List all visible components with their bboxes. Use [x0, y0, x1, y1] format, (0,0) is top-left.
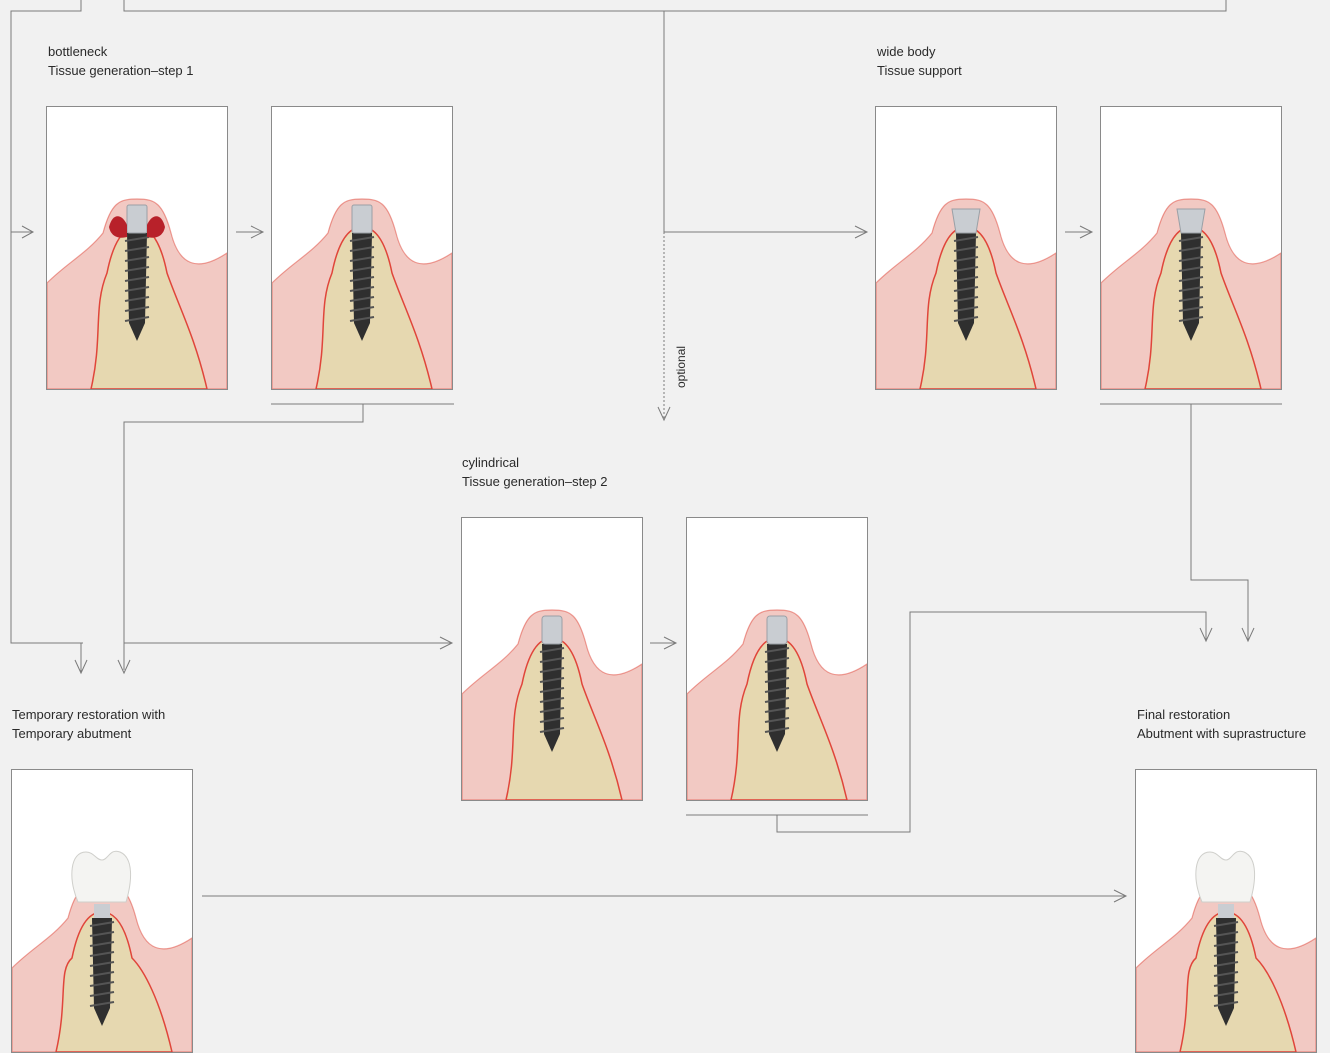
connector-widebody-to-final: [1191, 404, 1248, 640]
caption-subtitle: Tissue generation–step 2: [462, 472, 608, 491]
abutment-cylindrical: [542, 616, 562, 644]
panel-bottleneck-before: [46, 106, 228, 390]
panel-cylindrical-before: [461, 517, 643, 801]
crown: [1196, 851, 1255, 902]
caption-subtitle: Tissue support: [877, 61, 962, 80]
connector-bottleneck-to-temp: [124, 404, 363, 670]
caption-title: bottleneck: [48, 42, 194, 61]
abutment-wide-body: [1177, 209, 1205, 233]
panel-widebody-before: [875, 106, 1057, 390]
caption-cylindrical: cylindrical Tissue generation–step 2: [462, 453, 608, 491]
caption-title: cylindrical: [462, 453, 608, 472]
caption-title: wide body: [877, 42, 962, 61]
abutment-bottleneck: [127, 205, 147, 233]
crown: [72, 851, 131, 902]
caption-final: Final restoration Abutment with suprastr…: [1137, 705, 1306, 743]
optional-label: optional: [674, 346, 688, 388]
panel-cylindrical-after: [686, 517, 868, 801]
abutment: [1218, 904, 1234, 918]
abutment: [94, 904, 110, 918]
panel-widebody-after: [1100, 106, 1282, 390]
panel-bottleneck-after: [271, 106, 453, 390]
abutment-wide-body: [952, 209, 980, 233]
caption-title: Temporary restoration with: [12, 705, 165, 724]
caption-subtitle: Temporary abutment: [12, 724, 165, 743]
abutment-cylindrical: [767, 616, 787, 644]
caption-temporary: Temporary restoration with Temporary abu…: [12, 705, 165, 743]
caption-subtitle: Abutment with suprastructure: [1137, 724, 1306, 743]
caption-subtitle: Tissue generation–step 1: [48, 61, 194, 80]
caption-wide-body: wide body Tissue support: [877, 42, 962, 80]
caption-bottleneck: bottleneck Tissue generation–step 1: [48, 42, 194, 80]
panel-final-crown: [1135, 769, 1317, 1053]
caption-title: Final restoration: [1137, 705, 1306, 724]
panel-temporary-crown: [11, 769, 193, 1053]
connector-top-right: [124, 0, 1226, 11]
abutment-bottleneck: [352, 205, 372, 233]
